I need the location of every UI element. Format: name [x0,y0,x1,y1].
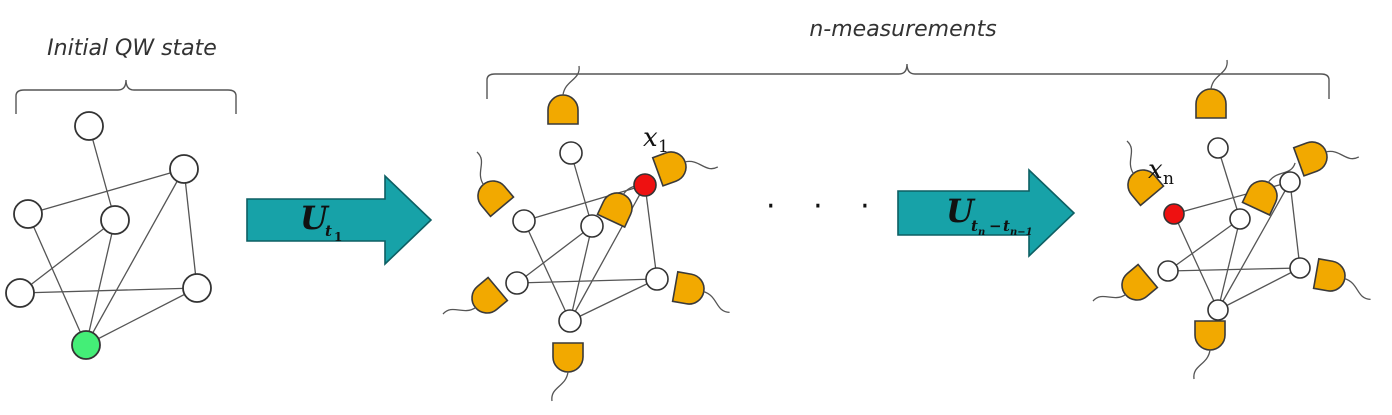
graph-node [559,141,583,165]
detector-icon [1092,262,1159,326]
ellipsis: · · · [766,189,884,224]
measurements-label: n-measurements [809,17,996,42]
operator-u-minus: − [989,217,1002,235]
outcome-x1-var: x [643,123,658,153]
evolution-arrow-n: U t n − t n−1 [897,168,1076,258]
outcome-xn-sub: n [1163,169,1174,189]
start-node [71,330,101,360]
middle-graph: x 1 [442,65,736,402]
graph-node [1157,260,1179,282]
graph-node [645,267,669,291]
initial-nodes [5,111,212,360]
initial-edges [19,125,198,346]
operator-u-subsub-a: n [978,227,985,238]
final-graph: x n [1092,59,1377,380]
middle-edges [516,152,658,322]
detector-icon [1292,127,1360,178]
operator-u-subsub: 1 [334,230,342,244]
initial-brace [15,79,237,114]
measured-node [1163,203,1185,225]
operator-u-subsub-b: n−1 [1010,227,1033,238]
measured-node [633,173,657,197]
graph-node [1279,171,1301,193]
operator-u-symbol: U [300,199,330,237]
final-nodes [1157,137,1311,321]
initial-state-label: Initial QW state [47,36,217,61]
outcome-x1-sub: 1 [658,137,669,157]
graph-node [100,205,130,235]
initial-graph: Initial QW state [5,36,237,360]
final-edges [1167,147,1301,311]
detector-icon [1193,320,1226,380]
graph-node [182,273,212,303]
outcome-xn-var: x [1148,155,1163,185]
graph-node [169,154,199,184]
graph-node [505,271,529,295]
middle-nodes [505,141,669,333]
graph-node [512,209,536,233]
evolution-arrow-1: U t 1 [246,174,433,266]
detector-icon [1195,59,1228,119]
graph-node [1207,299,1229,321]
graph-node [5,278,35,308]
detector-icon [671,270,736,314]
graph-node [1207,137,1229,159]
detector-icon [551,342,584,402]
operator-u-sub: t [325,222,332,240]
operator-u-sub-a: t [971,217,978,235]
detector-icon [1312,257,1377,301]
measurements-brace [486,63,1330,99]
detector-icon [452,151,516,218]
graph-node [74,111,104,141]
graph-node [1289,257,1311,279]
operator-u-symbol: U [946,192,976,230]
detector-icon [442,275,509,339]
operator-u-sub-b: t [1003,217,1010,235]
graph-node [1229,208,1251,230]
graph-node [558,309,582,333]
graph-node [580,214,604,238]
graph-node [13,199,43,229]
